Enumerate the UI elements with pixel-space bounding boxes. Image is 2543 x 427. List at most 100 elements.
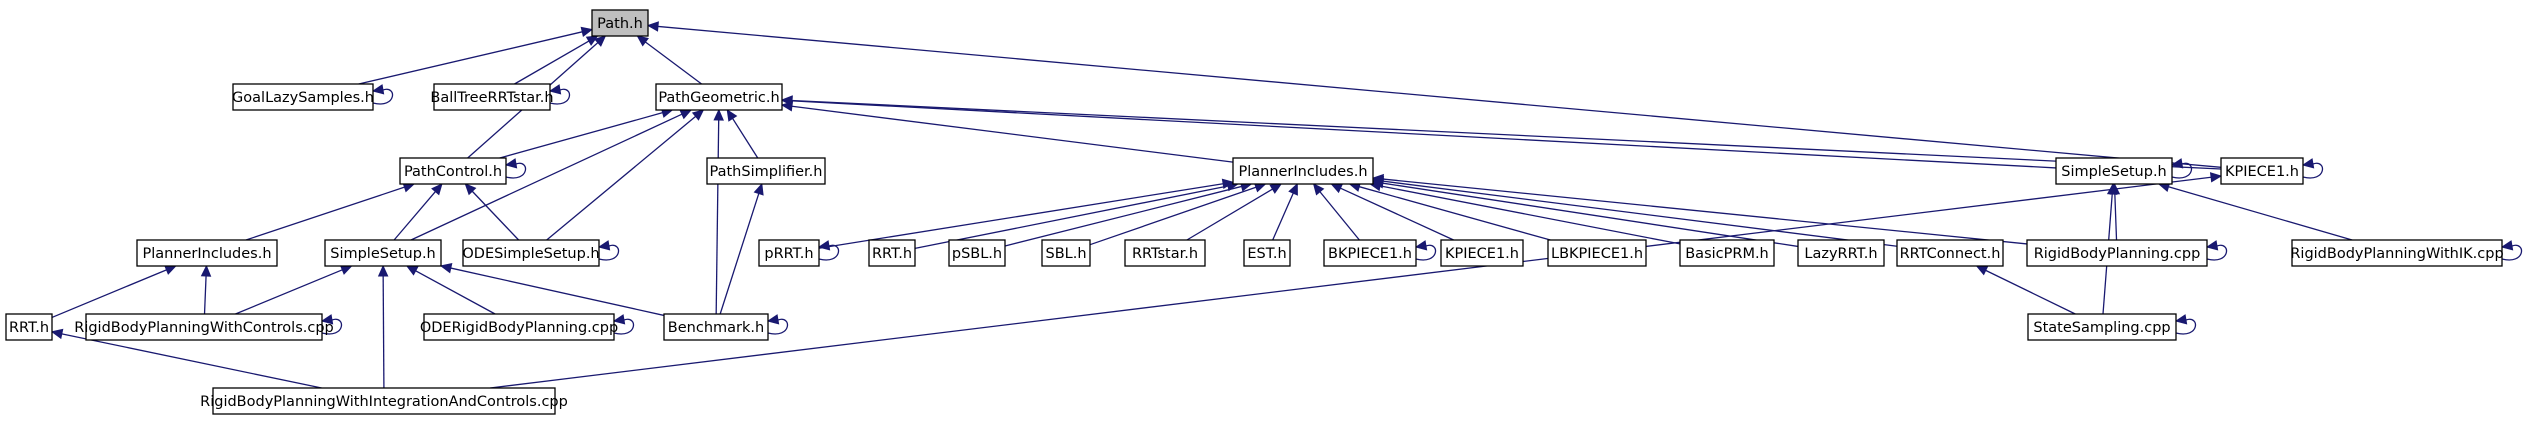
node-label[interactable]: RRT.h — [872, 246, 912, 262]
node-path_h[interactable]: Path.h — [591, 9, 649, 37]
node-box[interactable] — [324, 239, 442, 267]
node-box[interactable] — [5, 313, 53, 341]
node-oderbp[interactable]: ODERigidBodyPlanning.cpp — [420, 313, 618, 341]
node-box[interactable] — [1679, 239, 1775, 267]
node-rbpik[interactable]: RigidBodyPlanningWithIK.cpp — [2290, 239, 2504, 267]
node-box[interactable] — [1896, 239, 2004, 267]
node-label[interactable]: RRTConnect.h — [1900, 246, 2001, 262]
node-prrt[interactable]: pRRT.h — [758, 239, 820, 267]
node-box[interactable] — [85, 313, 323, 341]
node-label[interactable]: PathGeometric.h — [658, 90, 779, 106]
node-box[interactable] — [1797, 239, 1885, 267]
node-label[interactable]: RigidBodyPlanningWithControls.cpp — [74, 320, 334, 336]
node-odesimple[interactable]: ODESimpleSetup.h — [462, 239, 600, 267]
node-pathsimp[interactable]: PathSimplifier.h — [706, 157, 826, 185]
node-plannerinc_c[interactable]: PlannerIncludes.h — [136, 239, 278, 267]
node-kpiece_c[interactable]: KPIECE1.h — [2220, 157, 2304, 185]
node-box[interactable] — [706, 157, 826, 185]
node-label[interactable]: PlannerIncludes.h — [1238, 164, 1367, 180]
node-balltree[interactable]: BallTreeRRTstar.h — [430, 83, 554, 111]
node-box[interactable] — [2291, 239, 2503, 267]
node-rrt_c[interactable]: RRT.h — [5, 313, 53, 341]
node-label[interactable]: RRTstar.h — [1132, 246, 1198, 262]
edge-line — [645, 41, 702, 85]
node-label[interactable]: RigidBodyPlanningWithIK.cpp — [2290, 246, 2503, 262]
node-label[interactable]: SimpleSetup.h — [330, 246, 436, 262]
node-label[interactable]: Path.h — [597, 16, 643, 32]
node-box[interactable] — [462, 239, 600, 267]
node-label[interactable]: GoalLazySamples.h — [232, 90, 374, 106]
node-box[interactable] — [423, 313, 615, 341]
node-box[interactable] — [136, 239, 278, 267]
node-rbpwc[interactable]: RigidBodyPlanningWithControls.cpp — [74, 313, 334, 341]
node-basicprm[interactable]: BasicPRM.h — [1679, 239, 1775, 267]
node-box[interactable] — [1124, 239, 1206, 267]
node-label[interactable]: StateSampling.cpp — [2033, 320, 2170, 336]
node-label[interactable]: KPIECE1.h — [2225, 164, 2299, 180]
node-rrtstar[interactable]: RRTstar.h — [1124, 239, 1206, 267]
node-box[interactable] — [2220, 157, 2304, 185]
node-simplesetup_c[interactable]: SimpleSetup.h — [324, 239, 442, 267]
node-benchmark[interactable]: Benchmark.h — [663, 313, 769, 341]
node-pathgeom[interactable]: PathGeometric.h — [655, 83, 783, 111]
node-box[interactable] — [2055, 157, 2173, 185]
node-kpiece_g[interactable]: KPIECE1.h — [1440, 239, 1524, 267]
node-pathctrl[interactable]: PathControl.h — [399, 157, 507, 185]
node-box[interactable] — [1547, 239, 1647, 267]
edge-est-to-plannerinc_g — [1272, 182, 1298, 241]
node-label[interactable]: RigidBodyPlanning.cpp — [2034, 246, 2201, 262]
node-lazyrrt[interactable]: LazyRRT.h — [1797, 239, 1885, 267]
node-rrt_g[interactable]: RRT.h — [868, 239, 916, 267]
node-label[interactable]: BasicPRM.h — [1685, 246, 1769, 262]
node-goallazy[interactable]: GoalLazySamples.h — [232, 83, 374, 111]
node-box[interactable] — [1232, 157, 1374, 185]
self-loop-edge-rbp — [2205, 240, 2227, 261]
node-label[interactable]: KPIECE1.h — [1445, 246, 1519, 262]
self-loop-line — [2206, 244, 2227, 261]
node-box[interactable] — [1323, 239, 1417, 267]
node-bkpiece[interactable]: BKPIECE1.h — [1323, 239, 1417, 267]
node-label[interactable]: EST.h — [1247, 246, 1286, 262]
node-rrtconnect[interactable]: RRTConnect.h — [1896, 239, 2004, 267]
node-label[interactable]: LBKPIECE1.h — [1551, 246, 1643, 262]
node-box[interactable] — [2027, 313, 2177, 341]
node-label[interactable]: BallTreeRRTstar.h — [430, 90, 553, 106]
node-rbp[interactable]: RigidBodyPlanning.cpp — [2026, 239, 2208, 267]
node-label[interactable]: RRT.h — [9, 320, 49, 336]
node-label[interactable]: ODESimpleSetup.h — [462, 246, 599, 262]
node-rbpwiac[interactable]: RigidBodyPlanningWithIntegrationAndContr… — [200, 387, 568, 415]
node-box[interactable] — [1243, 239, 1291, 267]
node-box[interactable] — [399, 157, 507, 185]
node-box[interactable] — [433, 83, 551, 111]
node-lbkpiece[interactable]: LBKPIECE1.h — [1547, 239, 1647, 267]
node-box[interactable] — [948, 239, 1006, 267]
node-label[interactable]: PlannerIncludes.h — [142, 246, 271, 262]
node-label[interactable]: pSBL.h — [952, 246, 1002, 262]
node-label[interactable]: BKPIECE1.h — [1328, 246, 1412, 262]
node-box[interactable] — [212, 387, 556, 415]
node-est[interactable]: EST.h — [1243, 239, 1291, 267]
node-statesampling[interactable]: StateSampling.cpp — [2027, 313, 2177, 341]
node-sbl[interactable]: SBL.h — [1041, 239, 1091, 267]
node-label[interactable]: SimpleSetup.h — [2061, 164, 2167, 180]
node-plannerinc_g[interactable]: PlannerIncludes.h — [1232, 157, 1374, 185]
node-label[interactable]: SBL.h — [1045, 246, 1086, 262]
node-box[interactable] — [758, 239, 820, 267]
node-label[interactable]: PathSimplifier.h — [710, 164, 823, 180]
node-label[interactable]: Benchmark.h — [668, 320, 764, 336]
node-simplesetup_g[interactable]: SimpleSetup.h — [2055, 157, 2173, 185]
node-label[interactable]: RigidBodyPlanningWithIntegrationAndContr… — [200, 394, 568, 410]
node-box[interactable] — [1440, 239, 1524, 267]
node-box[interactable] — [2026, 239, 2208, 267]
node-box[interactable] — [868, 239, 916, 267]
node-box[interactable] — [232, 83, 374, 111]
node-label[interactable]: ODERigidBodyPlanning.cpp — [420, 320, 618, 336]
node-psbl[interactable]: pSBL.h — [948, 239, 1006, 267]
node-label[interactable]: LazyRRT.h — [1804, 246, 1877, 262]
node-label[interactable]: PathControl.h — [404, 164, 502, 180]
node-box[interactable] — [591, 9, 649, 37]
node-box[interactable] — [663, 313, 769, 341]
node-label[interactable]: pRRT.h — [764, 246, 813, 262]
node-box[interactable] — [655, 83, 783, 111]
node-box[interactable] — [1041, 239, 1091, 267]
